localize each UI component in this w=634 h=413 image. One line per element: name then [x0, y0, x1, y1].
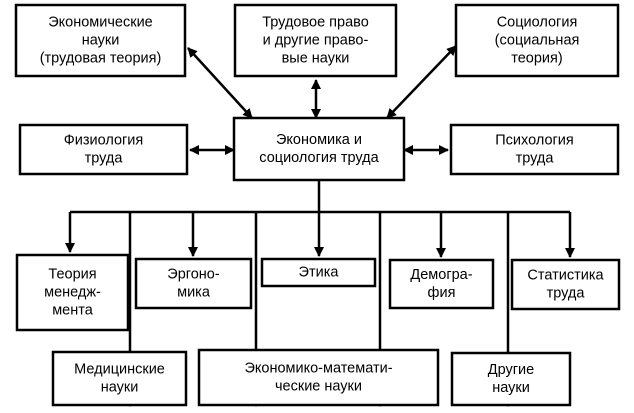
node-management-theory-label-line: Теория — [48, 267, 96, 283]
edge-center-economics — [187, 47, 253, 119]
node-psychology-box — [449, 123, 620, 176]
node-ethics: Этика — [260, 257, 377, 288]
node-ergonomics-box — [134, 257, 253, 310]
node-psychology: Психология труда — [449, 123, 620, 176]
node-economic-mathematical-sciences-label-line: ческие науки — [275, 379, 362, 395]
node-sociology: Социология (социальная теория) — [454, 3, 620, 78]
node-sociology-label-line: теория) — [511, 51, 562, 67]
node-ethics-box — [260, 257, 377, 288]
node-medical-sciences-label-line: науки — [101, 380, 139, 396]
node-physiology-box — [18, 123, 189, 176]
node-economics-label-line: науки — [82, 33, 120, 49]
node-other-sciences-box — [450, 351, 572, 407]
node-sociology-label-line: Социология — [497, 15, 578, 31]
node-psychology-label-line: труда — [516, 151, 555, 167]
node-management-theory-label-line: менедж- — [44, 285, 101, 301]
node-economics-sociology-of-labor-label-line: Экономика и — [276, 132, 362, 148]
node-economics-sociology-of-labor: Экономика и социология труда — [232, 116, 406, 182]
node-ergonomics-label-line: мика — [177, 285, 211, 301]
node-medical-sciences: Медицинские науки — [51, 350, 188, 407]
node-labor-law-box — [233, 3, 398, 78]
node-medical-sciences-box — [51, 350, 188, 407]
node-labor-statistics-label-line: Статистика — [527, 268, 604, 284]
node-economic-mathematical-sciences: Экономико-математи-ческие науки — [197, 348, 440, 407]
node-economics: Экономические науки (трудовая теория) — [14, 3, 187, 78]
node-sociology-box — [454, 3, 620, 78]
node-economic-mathematical-sciences-box — [197, 348, 440, 407]
node-management-theory-box — [15, 253, 130, 332]
node-other-sciences-label-line: Другие — [488, 362, 534, 378]
node-medical-sciences-label-line: Медицинские — [74, 362, 165, 378]
node-economics-label-line: (трудовая теория) — [40, 51, 162, 67]
node-management-theory: Теория менедж-мента — [15, 253, 130, 332]
node-ethics-label-line: Этика — [299, 265, 340, 281]
node-demography: Демогра-фия — [388, 258, 495, 310]
node-economic-mathematical-sciences-label-line: Экономико-математи- — [244, 361, 392, 377]
node-economics-label-line: Экономические — [48, 15, 153, 31]
node-demography-label-line: Демогра- — [410, 267, 472, 283]
node-psychology-label-line: Психология — [495, 133, 574, 149]
node-labor-law-label-line: вые науки — [282, 51, 350, 67]
node-labor-law-label-line: и другие право- — [263, 33, 369, 49]
node-labor-law: Трудовое право и другие право-вые науки — [233, 3, 398, 78]
node-management-theory-label-line: мента — [52, 303, 94, 319]
node-ergonomics: Эргоно-мика — [134, 257, 253, 310]
node-physiology-label-line: труда — [85, 151, 124, 167]
node-labor-statistics-label-line: труда — [547, 286, 586, 302]
node-labor-statistics-box — [510, 258, 621, 311]
node-demography-box — [388, 258, 495, 310]
node-physiology-label-line: Физиология — [64, 133, 144, 149]
node-other-sciences: Другие науки — [450, 351, 572, 407]
node-economics-sociology-of-labor-label-line: социология труда — [259, 150, 379, 166]
edge-center-sociology — [386, 45, 457, 119]
node-physiology: Физиология труда — [18, 123, 189, 176]
node-economics-sociology-of-labor-box — [232, 116, 406, 182]
node-labor-law-label-line: Трудовое право — [262, 15, 369, 31]
node-other-sciences-label-line: науки — [492, 380, 530, 396]
node-sociology-label-line: (социальная — [495, 33, 580, 49]
node-demography-label-line: фия — [428, 285, 456, 301]
node-economics-box — [14, 3, 187, 78]
node-labor-statistics: Статистика труда — [510, 258, 621, 311]
node-ergonomics-label-line: Эргоно- — [167, 267, 220, 283]
